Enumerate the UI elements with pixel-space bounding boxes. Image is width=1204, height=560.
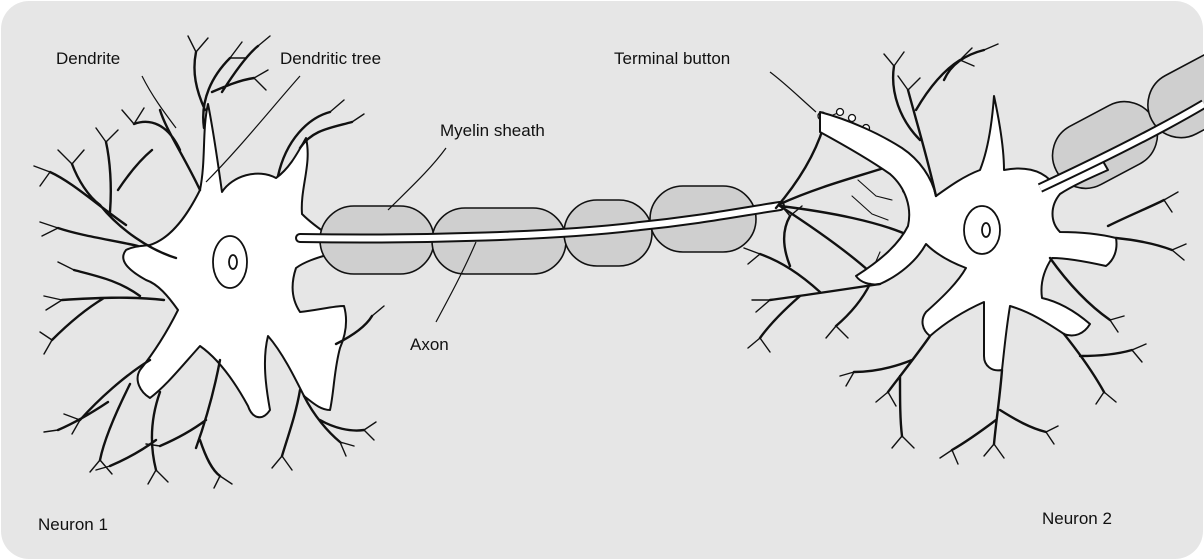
label-dendritic-tree: Dendritic tree xyxy=(280,49,381,68)
label-myelin-sheath: Myelin sheath xyxy=(440,121,545,140)
label-neuron-2: Neuron 2 xyxy=(1042,509,1112,528)
neuron-2-nucleolus xyxy=(982,223,990,237)
label-axon: Axon xyxy=(410,335,449,354)
label-terminal-button: Terminal button xyxy=(614,49,730,68)
label-dendrite: Dendrite xyxy=(56,49,120,68)
label-neuron-1: Neuron 1 xyxy=(38,515,108,534)
terminal-button-knob xyxy=(849,115,856,122)
neuron-1-nucleolus xyxy=(229,255,237,269)
terminal-button-knob xyxy=(837,109,844,116)
